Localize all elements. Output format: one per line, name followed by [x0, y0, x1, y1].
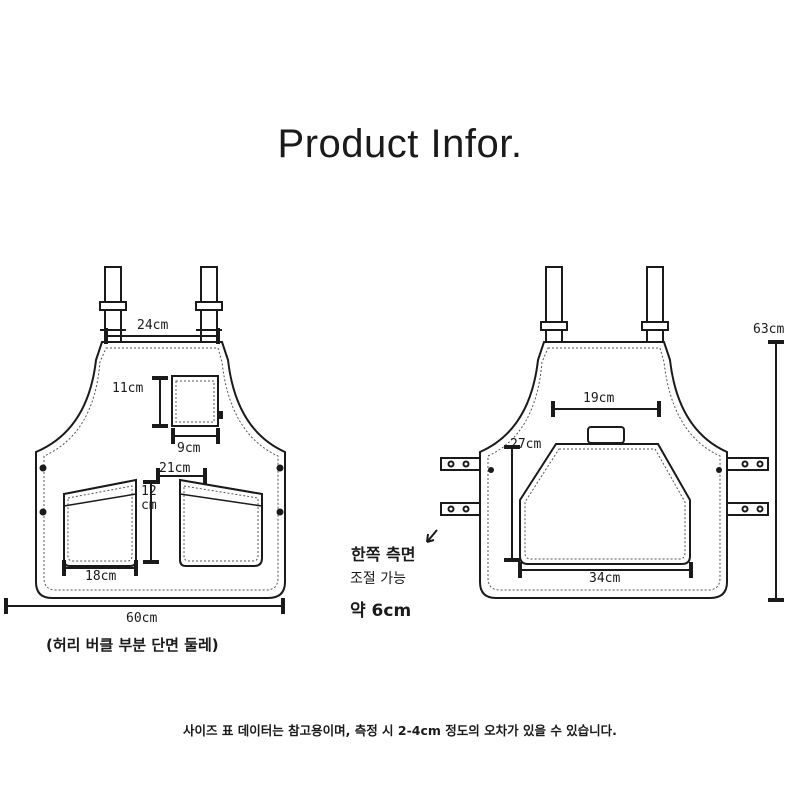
front-dimension-lines — [4, 328, 285, 614]
back-loop-handle — [587, 426, 625, 444]
disclaimer: 사이즈 표 데이터는 참고용이며, 측정 시 2-4cm 정도의 오차가 있을 … — [183, 723, 617, 738]
side-note-arrow — [426, 529, 438, 543]
front-chest-pocket — [171, 375, 219, 427]
label-total-width: 60cm — [126, 611, 158, 626]
label-pocket-height-unit: cm — [141, 498, 157, 513]
side-note-line3: 약 6cm — [350, 601, 412, 621]
label-chest-pocket-width: 9cm — [177, 441, 201, 456]
front-apron — [35, 266, 286, 599]
front-right-pocket — [179, 478, 263, 567]
label-top-width: 19cm — [583, 391, 615, 406]
label-chest-pocket-height: 11cm — [112, 381, 144, 396]
front-left-buckle — [99, 301, 127, 311]
label-total-height: 63cm — [753, 322, 785, 337]
front-apron-stitch — [43, 347, 279, 591]
front-left-pocket — [63, 478, 137, 567]
label-pocket-height-num: 12 — [141, 484, 157, 499]
back-large-pocket — [519, 443, 691, 565]
label-back-pocket-width: 34cm — [589, 571, 621, 586]
side-note-line1: 한쪽 측면 — [351, 545, 416, 564]
label-pocket-top-width: 21cm — [159, 461, 191, 476]
label-back-pocket-height: 27cm — [510, 437, 542, 452]
back-apron — [440, 266, 769, 599]
label-total-width-note: (허리 버클 부분 단면 둘레) — [46, 636, 219, 654]
front-right-buckle — [195, 301, 223, 311]
back-dimension-lines — [504, 340, 784, 602]
side-note-line2: 조절 가능 — [350, 571, 406, 587]
label-pocket-height: 12 cm — [141, 485, 157, 513]
label-strap-width: 24cm — [137, 318, 169, 333]
label-pocket-width: 18cm — [85, 569, 117, 584]
page-title: Product Infor. — [277, 122, 523, 166]
